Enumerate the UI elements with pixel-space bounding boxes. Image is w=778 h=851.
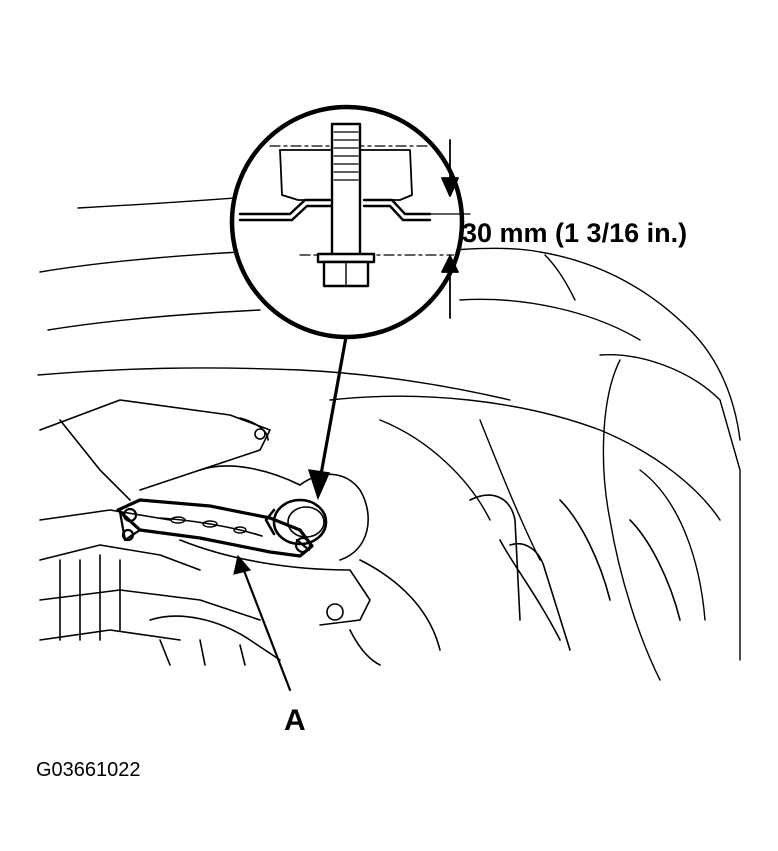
bolt-icon bbox=[121, 507, 312, 554]
dimension-arrows bbox=[419, 139, 471, 319]
detail-leader-arrow bbox=[307, 335, 348, 501]
body-panel-lines bbox=[37, 195, 741, 681]
bolt-detail-icon bbox=[316, 122, 376, 288]
detail-callout-circle bbox=[229, 104, 471, 340]
part-a-label: A bbox=[284, 704, 306, 737]
subframe-assembly bbox=[39, 399, 681, 666]
trailing-arm-part-a bbox=[116, 498, 314, 558]
figure-code: G03661022 bbox=[36, 759, 141, 781]
dimension-label: 30 mm (1 3/16 in.) bbox=[462, 218, 687, 248]
part-a-leader-arrow bbox=[233, 554, 292, 692]
bushing-mount bbox=[264, 498, 328, 546]
